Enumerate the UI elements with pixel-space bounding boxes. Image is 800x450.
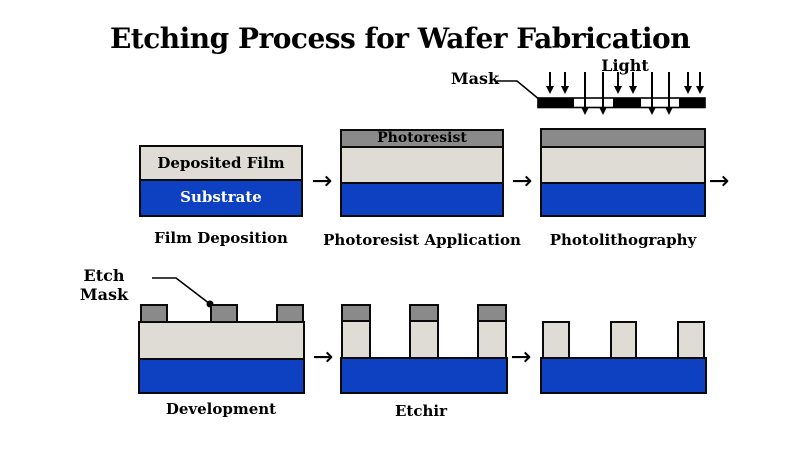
stage-label-photolithography: Photolithography [549,231,697,249]
final-substrate [540,357,707,394]
mask-label: Mask [450,69,500,88]
photoresist-layer [542,130,704,148]
deposited-film-layer: Deposited Film [141,147,301,181]
film-pillar [610,321,637,359]
etch-mask-cap [479,306,505,322]
mask-segment [538,97,574,108]
diagram-title: Etching Process for Wafer Fabrication [109,22,691,55]
etch-mask-cap [343,306,369,322]
right-arrow-icon: → [312,342,334,371]
right-arrow-icon: → [708,166,730,195]
etch-mask-label: Etch Mask [79,266,129,304]
stage-label-photoresist-application: Photoresist Application [323,231,521,249]
film-pillar [542,321,570,359]
etched-pillar-with-cap [409,304,439,373]
development-stack [138,321,305,394]
mask-segment [679,97,705,108]
film-deposition-stack: Deposited Film Substrate [139,145,303,217]
right-arrow-icon: → [311,166,333,195]
photomask-and-light-rays-graphic [497,72,706,115]
right-arrow-icon: → [510,342,532,371]
film-pillar [677,321,705,359]
photolithography-stack [540,128,706,217]
light-label: Light [601,56,649,75]
etching-substrate [340,357,508,394]
right-arrow-icon: → [511,166,533,195]
stage-label-film-deposition: Film Deposition [154,229,288,247]
substrate-layer: Substrate [141,181,301,215]
mask-segment [613,97,641,108]
etched-pillar-with-cap [341,304,371,373]
etch-mask-cap [411,306,437,322]
photoresist-application-stack: Photoresist [340,129,504,217]
deposited-film-layer [542,148,704,184]
substrate-layer [542,184,704,215]
stage-label-etching: Etchir [394,402,447,420]
substrate-layer [140,360,303,392]
deposited-film-layer [342,148,502,184]
mask-callout-line [497,80,541,101]
etch-mask-callout-line [152,277,211,305]
substrate-layer [342,184,502,215]
etched-pillar-with-cap [477,304,507,373]
photoresist-layer: Photoresist [342,131,502,148]
stage-label-development: Development [165,400,277,418]
deposited-film-layer [140,323,303,360]
